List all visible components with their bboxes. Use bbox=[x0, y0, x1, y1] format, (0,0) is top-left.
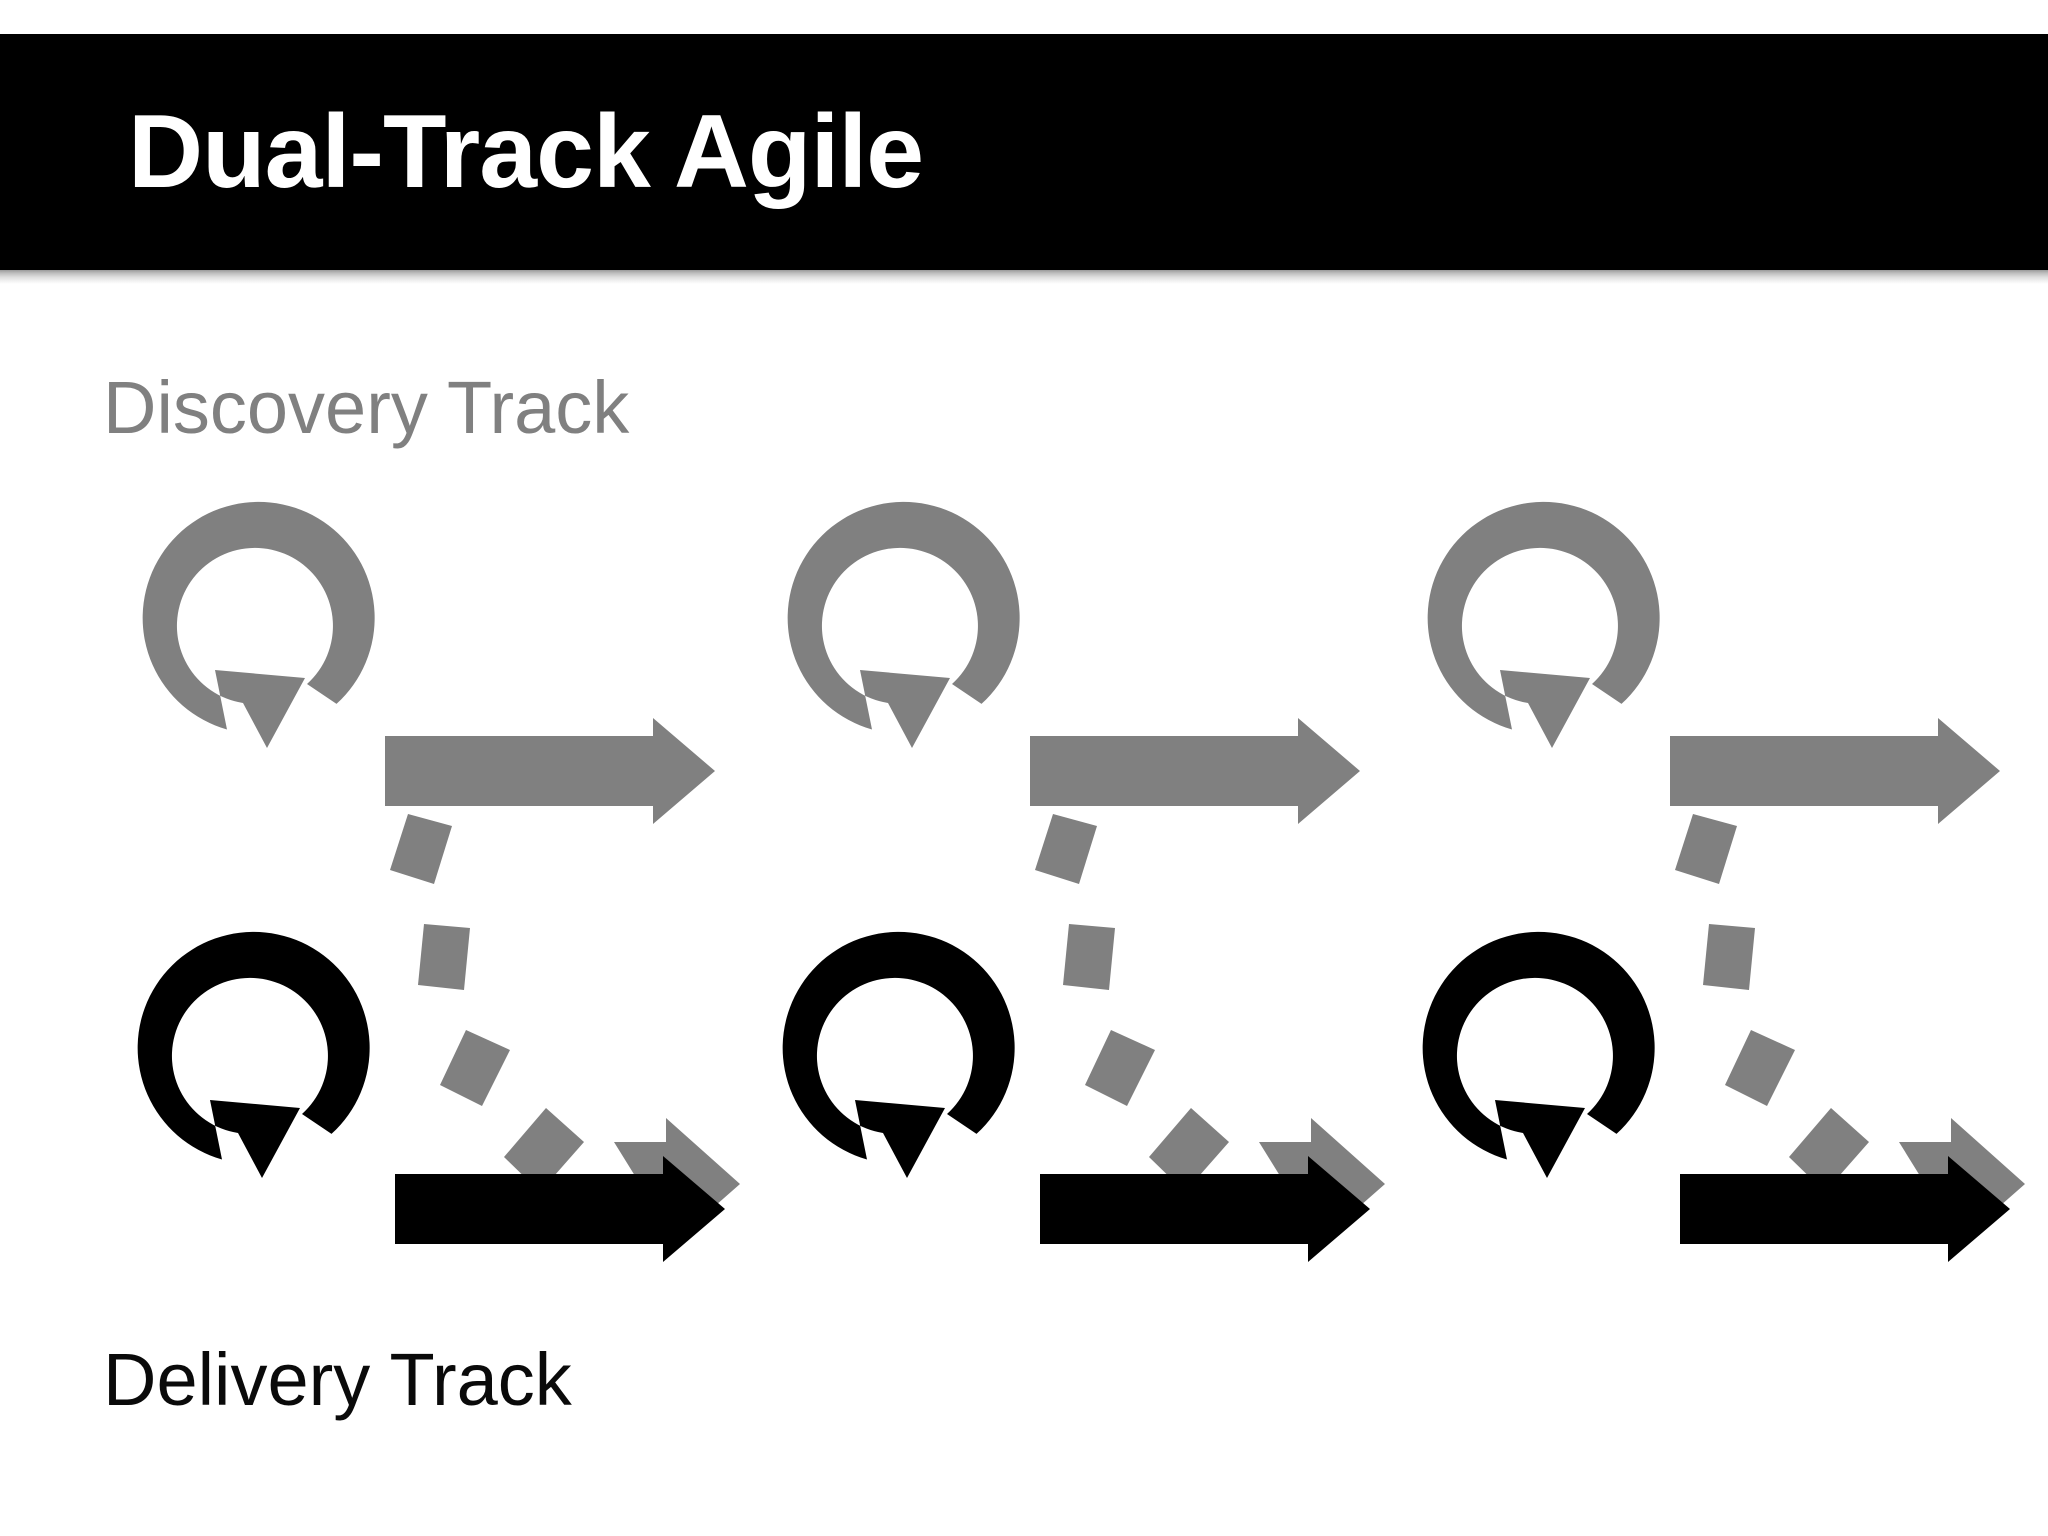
delivery-arrow-1 bbox=[395, 1156, 725, 1262]
discovery-cycle-2 bbox=[787, 501, 1020, 748]
discovery-arrow-1 bbox=[385, 718, 715, 824]
delivery-arrow-2 bbox=[1040, 1156, 1370, 1262]
delivery-arrow-3 bbox=[1680, 1156, 2010, 1262]
handoff-arrow-3 bbox=[1675, 814, 2025, 1249]
delivery-cycle-1 bbox=[137, 931, 370, 1178]
discovery-cycle-1 bbox=[142, 501, 375, 748]
title-band bbox=[0, 34, 2048, 270]
discovery-arrow-3 bbox=[1670, 718, 2000, 824]
discovery-cycle-3 bbox=[1427, 501, 1660, 748]
delivery-track-label: Delivery Track bbox=[103, 1338, 572, 1421]
page-title: Dual-Track Agile bbox=[128, 94, 924, 210]
delivery-cycle-2 bbox=[782, 931, 1015, 1178]
handoff-arrow-1 bbox=[390, 814, 740, 1249]
discovery-track-label: Discovery Track bbox=[103, 366, 630, 449]
discovery-arrow-2 bbox=[1030, 718, 1360, 824]
handoff-arrow-2 bbox=[1035, 814, 1385, 1249]
delivery-cycle-3 bbox=[1422, 931, 1655, 1178]
title-band-shadow bbox=[0, 270, 2048, 284]
